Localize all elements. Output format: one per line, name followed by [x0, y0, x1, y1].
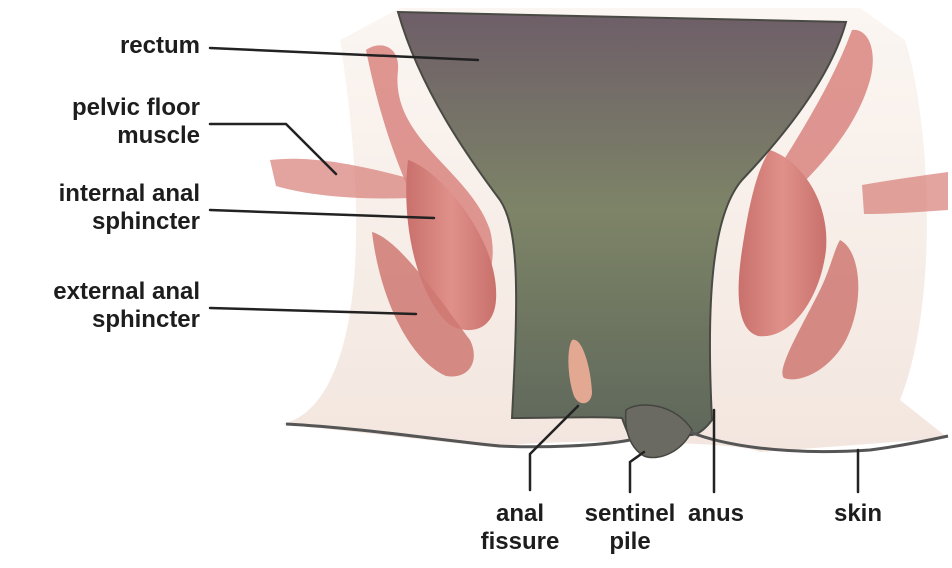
label-internal-sphincter-line2: sphincter [0, 208, 200, 236]
label-skin: skin [826, 500, 890, 528]
label-internal-anal-sphincter: internal anal sphincter [0, 180, 200, 236]
label-rectum-text: rectum [60, 32, 200, 60]
label-anal-fissure-line2: fissure [460, 528, 580, 556]
label-anal-fissure: anal fissure [460, 500, 580, 556]
label-anus-text: anus [684, 500, 748, 528]
label-pelvic-floor-line1: pelvic floor [10, 94, 200, 122]
label-external-sphincter-line2: sphincter [0, 306, 200, 334]
label-sentinel-pile-line1: sentinel [570, 500, 690, 528]
label-rectum: rectum [60, 32, 200, 60]
label-sentinel-pile: sentinel pile [570, 500, 690, 556]
label-external-anal-sphincter: external anal sphincter [0, 278, 200, 334]
label-anus: anus [684, 500, 748, 528]
label-pelvic-floor-muscle: pelvic floor muscle [10, 94, 200, 150]
label-anal-fissure-line1: anal [460, 500, 580, 528]
label-sentinel-pile-line2: pile [570, 528, 690, 556]
label-internal-sphincter-line1: internal anal [0, 180, 200, 208]
label-pelvic-floor-line2: muscle [10, 122, 200, 150]
label-skin-text: skin [826, 500, 890, 528]
label-external-sphincter-line1: external anal [0, 278, 200, 306]
leader-line-sentinel-pile [630, 452, 644, 492]
